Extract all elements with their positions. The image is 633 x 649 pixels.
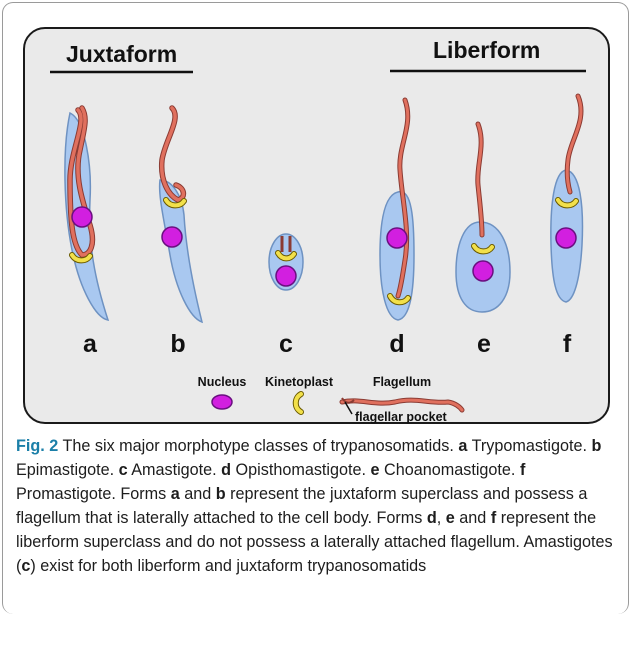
caption-text: and [455, 509, 491, 527]
cell-d-nucleus [387, 228, 407, 248]
juxtaform-heading: Juxtaform [66, 41, 177, 67]
caption-ref-e: e [371, 461, 380, 479]
caption-text: Choanomastigote. [380, 461, 520, 479]
figure-label: Fig. 2 [16, 437, 58, 455]
cell-f-nucleus [556, 228, 576, 248]
caption-text: ) exist for both liberform and juxtaform… [30, 557, 426, 575]
cell-e-choanomastigote [456, 124, 510, 312]
legend-pocket-pointer [345, 402, 352, 414]
caption-ref-e: e [446, 509, 455, 527]
cell-letter-c: c [279, 330, 293, 358]
cell-a-trypomastigote [65, 108, 108, 320]
caption-text: Trypomastigote. [467, 437, 591, 455]
cell-a-nucleus [72, 207, 92, 227]
cell-letter-d: d [389, 330, 404, 358]
cell-e-nucleus [473, 261, 493, 281]
legend-flagellum-label: Flagellum [373, 375, 431, 389]
legend-nucleus-label: Nucleus [198, 375, 247, 389]
cell-c-amastigote [269, 234, 303, 290]
cell-letter-a: a [83, 330, 98, 358]
caption-text: , [437, 509, 446, 527]
cell-b-epimastigote [160, 108, 202, 322]
cell-letter-e: e [477, 330, 491, 358]
caption-text: and [180, 485, 216, 503]
cell-c-nucleus [276, 266, 296, 286]
legend-nucleus-icon [212, 395, 232, 409]
cell-letter-f: f [563, 330, 572, 358]
figure-caption: Fig. 2 The six major morphotype classes … [16, 434, 614, 578]
caption-ref-a: a [171, 485, 180, 503]
caption-text: The six major morphotype classes of tryp… [58, 437, 458, 455]
cell-letter-b: b [170, 330, 185, 358]
caption-text: Amastigote. [128, 461, 222, 479]
caption-ref-d: d [221, 461, 231, 479]
caption-text: Epimastigote. [16, 461, 119, 479]
caption-text: Opisthomastigote. [231, 461, 370, 479]
cell-f-promastigote [551, 96, 583, 302]
legend-flagellar-pocket-label: flagellar pocket [355, 410, 448, 424]
caption-ref-f: f [520, 461, 525, 479]
cell-b-nucleus [162, 227, 182, 247]
caption-ref-c: c [119, 461, 128, 479]
caption-ref-d: d [427, 509, 437, 527]
legend-kinetoplast-label: Kinetoplast [265, 375, 334, 389]
caption-ref-b: b [216, 485, 226, 503]
cell-d-opisthomastigote [380, 100, 414, 320]
caption-text: Promastigote. Forms [16, 485, 171, 503]
caption-ref-b: b [592, 437, 602, 455]
liberform-heading: Liberform [433, 37, 540, 63]
